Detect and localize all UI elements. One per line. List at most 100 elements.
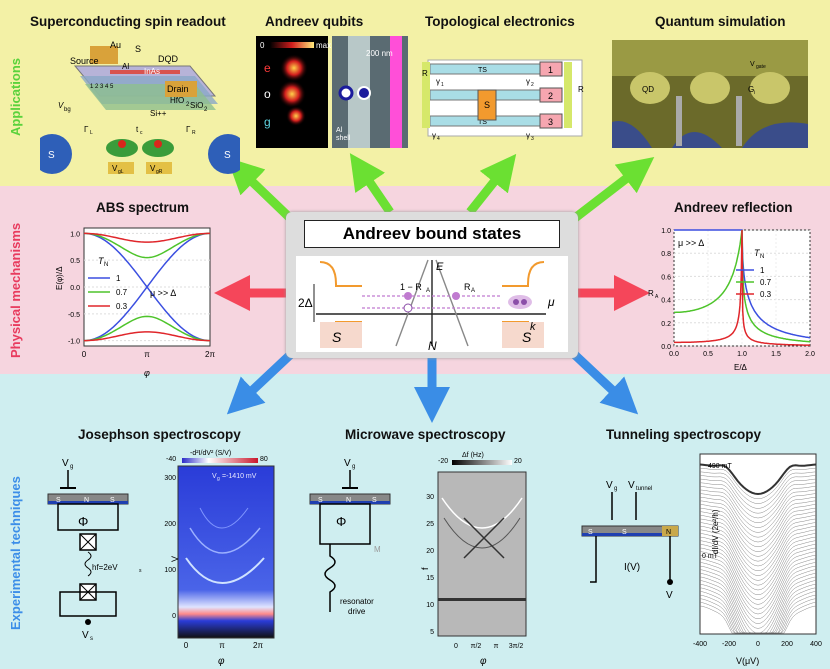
svg-text:hf=2eV: hf=2eV	[92, 563, 118, 572]
svg-text:I(V): I(V)	[624, 562, 640, 573]
ar-xlabel: E/Δ	[734, 363, 748, 372]
mw-ytick: 30	[426, 494, 434, 501]
svg-text:0: 0	[260, 41, 265, 50]
tun-trace	[699, 518, 817, 567]
svg-text:γ: γ	[526, 131, 530, 140]
svg-text:gR: gR	[156, 169, 163, 175]
svg-text:N: N	[666, 529, 671, 536]
jos-xtick: π	[219, 641, 225, 650]
tun-trace	[699, 482, 817, 519]
svg-text:1 2 3 4 5: 1 2 3 4 5	[90, 84, 114, 90]
svg-text:2: 2	[186, 102, 190, 108]
svg-text:s: s	[90, 636, 93, 642]
gate-right	[146, 162, 172, 174]
svg-text:e: e	[264, 61, 271, 75]
readout-box-2	[539, 87, 563, 103]
qubit-colorbar	[270, 42, 314, 48]
abs-xlabel: φ	[144, 368, 150, 378]
tun-xtick: -400	[693, 641, 707, 648]
drain-contact	[165, 81, 197, 97]
svg-text:V: V	[606, 480, 613, 491]
svg-text:Source: Source	[70, 56, 99, 66]
svg-text:V: V	[150, 164, 156, 173]
mw-ytick: 25	[426, 521, 434, 528]
svg-text:resonator: resonator	[340, 597, 374, 606]
ar-legend-label: 0.3	[760, 290, 772, 299]
ar-legend-label: 1	[760, 266, 765, 275]
ar-ytick: 0.6	[661, 274, 671, 281]
arrow-to-tunneling	[571, 351, 639, 415]
josephson-heatmap: -d²I/dV² (S/V) -40 80 V g =-1410 mV 0100…	[164, 450, 275, 667]
abs-series-0.3-lower	[84, 331, 210, 342]
svg-text:80: 80	[260, 456, 268, 463]
svg-text:V: V	[212, 473, 217, 480]
svg-text:490 mT: 490 mT	[708, 463, 732, 470]
svg-text:2: 2	[531, 82, 534, 88]
quantum-simulation-panel: QD V gate G i	[612, 40, 808, 148]
svg-text:S: S	[110, 497, 115, 504]
abs-series-0.3-upper	[84, 232, 210, 243]
svg-text:S: S	[135, 44, 141, 54]
mw-xtick: 3π/2	[509, 643, 524, 650]
ar-ytick: 0.2	[661, 321, 671, 328]
abs-ytick: 0.0	[70, 285, 80, 292]
svg-text:V: V	[58, 101, 64, 110]
gate-left	[108, 162, 134, 174]
topological-panel: TS TS TS 1 2 3 S R R γ 1 γ 2 γ 3 γ 4	[422, 59, 584, 142]
svg-text:S: S	[484, 100, 490, 110]
arrow-to-simulation	[572, 157, 655, 222]
svg-text:φ: φ	[480, 656, 487, 667]
svg-text:N: N	[428, 339, 437, 352]
svg-text:S: S	[588, 529, 593, 536]
s-lead-left	[40, 134, 72, 174]
tun-trace	[699, 493, 817, 533]
tun-trace	[699, 533, 817, 586]
ar-ytick: 0.4	[661, 298, 671, 305]
jos-ytick: 200	[164, 521, 176, 528]
svg-text:gL: gL	[118, 169, 124, 175]
abs-series-0.7-lower	[84, 315, 210, 342]
svg-text:Drain: Drain	[167, 84, 189, 94]
svg-text:max: max	[316, 41, 331, 50]
svg-text:-40: -40	[166, 456, 176, 463]
readout-box-3	[539, 113, 563, 129]
tun-trace	[699, 529, 817, 581]
tun-trace	[699, 522, 817, 572]
arrow-to-spin-readout	[227, 157, 294, 222]
svg-text:=-1410 mV: =-1410 mV	[222, 473, 257, 480]
abs-mu-annotation: μ >> Δ	[150, 288, 176, 298]
svg-text:tunnel: tunnel	[636, 486, 652, 492]
tun-trace	[699, 605, 817, 634]
mw-ytick: 15	[426, 575, 434, 582]
ar-legend-title: T	[754, 248, 761, 258]
abs-legend-label: 0.7	[116, 288, 128, 297]
jos-ytick: 300	[164, 475, 176, 482]
svg-text:M: M	[374, 545, 381, 554]
tun-trace	[699, 540, 817, 596]
tun-trace	[699, 547, 817, 605]
svg-text:R: R	[192, 130, 196, 136]
mw-xtick: π/2	[471, 643, 482, 650]
svg-text:TS: TS	[478, 67, 487, 74]
arrow-to-josephson	[226, 351, 294, 415]
tun-trace	[699, 467, 817, 500]
title-josephson: Josephson spectroscopy	[78, 427, 241, 442]
svg-text:4: 4	[437, 136, 440, 142]
svg-text:V: V	[666, 590, 673, 601]
tunneling-circuit: V g V tunnel S S N I(V) V	[581, 480, 679, 601]
abs-ytick: -1.0	[68, 339, 80, 346]
svg-text:1: 1	[548, 65, 553, 75]
tun-trace	[699, 504, 817, 548]
svg-text:V: V	[112, 164, 118, 173]
svg-text:t: t	[136, 125, 139, 134]
svg-text:0 mT: 0 mT	[702, 553, 719, 560]
tun-trace	[699, 496, 817, 538]
svg-text:V: V	[628, 480, 635, 491]
tun-trace	[699, 562, 817, 624]
svg-text:V: V	[62, 458, 69, 469]
abs-ylabel: E(φ)/Δ	[55, 266, 64, 290]
svg-text:DQD: DQD	[158, 54, 179, 64]
svg-text:G: G	[748, 85, 754, 94]
